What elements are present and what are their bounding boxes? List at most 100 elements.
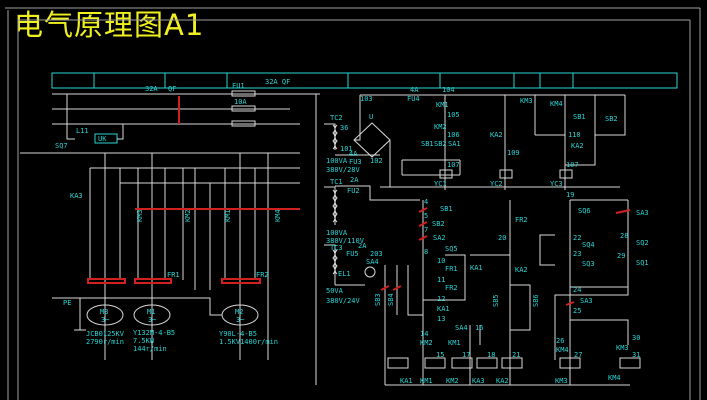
contact-label: KM4	[556, 346, 569, 354]
motor-phase: 3~	[101, 316, 109, 324]
node-label: 25	[573, 307, 581, 315]
node-label: 109	[507, 149, 520, 157]
node-label: 29	[617, 252, 625, 260]
fuse-label: FU5	[346, 250, 359, 258]
sq7-label: SQ7	[55, 142, 68, 150]
node-label: 24	[573, 286, 581, 294]
coil-label: YC1	[434, 180, 447, 188]
sb3-label: SB3	[374, 293, 382, 306]
node-label: 7	[424, 226, 428, 234]
node-label: 17	[462, 351, 470, 359]
motor-id: M2	[235, 308, 243, 316]
node-label: 15	[436, 351, 444, 359]
l11-label: L11	[76, 127, 89, 135]
fuse-rating: 4A	[349, 150, 358, 158]
contact-label: KM2	[420, 339, 433, 347]
motor-model: JCB0125KV	[86, 330, 125, 338]
node-label: 16	[475, 324, 483, 332]
node-label: 107	[566, 161, 579, 169]
contact-label: KM4	[550, 100, 563, 108]
contact-label: SA1	[448, 140, 461, 148]
contact-label: SB2	[434, 140, 447, 148]
fuse-fu1-label: FU1	[232, 82, 245, 90]
node-label: 103	[360, 95, 373, 103]
motor-phase: 3~	[148, 316, 156, 324]
tc1-voltage: 380V/110V	[326, 237, 365, 245]
contact-label: SA3	[636, 209, 649, 217]
node-label: 110	[568, 131, 581, 139]
km-label: KM3	[136, 209, 144, 222]
contact-label: FR2	[445, 284, 458, 292]
tc3-label: TC3	[330, 244, 343, 252]
node-label: 101	[340, 145, 353, 153]
contact-label: KA2	[490, 131, 503, 139]
motor-id: M1	[147, 308, 155, 316]
tc3-rating: 50VA	[326, 287, 344, 295]
control-circuit: SB3 SB4 103 4A FU4 104 KM1 105 KM2 106 S…	[360, 86, 649, 386]
contact-label: SQ1	[636, 259, 649, 267]
fr1-label: FR1	[167, 271, 180, 279]
coil-label: KA3	[472, 377, 485, 385]
contact-label: SB1	[440, 205, 453, 213]
node-label: 102	[370, 157, 383, 165]
node-label: 104	[442, 86, 455, 94]
contact-label: KM3	[616, 344, 629, 352]
el1-label: EL1	[338, 270, 351, 278]
node-label: 14	[420, 330, 428, 338]
contact-label: SQ6	[578, 207, 591, 215]
uk-label: UK	[98, 135, 107, 143]
node-label: 10	[437, 257, 445, 265]
node-label: 203	[370, 250, 383, 258]
coil-label: YC3	[550, 180, 563, 188]
contact-label: KM1	[448, 339, 461, 347]
node-label: 36	[340, 124, 348, 132]
contact-label: SQ5	[445, 245, 458, 253]
contact-label: FR1	[445, 265, 458, 273]
coil-label: KA1	[400, 377, 413, 385]
contact-label: KM1	[436, 101, 449, 109]
power-circuit: 32A QF FU1 10A L11 UK SQ7 KA3 KM3 KM2 KM…	[20, 82, 320, 360]
contact-label: SB2	[605, 115, 618, 123]
fuse-rating: 4A	[410, 86, 419, 94]
tc2-rating: 100VA	[326, 157, 348, 165]
contact-label: SQ3	[582, 260, 595, 268]
fuse-rating: 2A	[358, 242, 367, 250]
contact-label: SA2	[433, 234, 446, 242]
tc1-label: TC1	[330, 178, 343, 186]
fuse-label: FU3	[349, 158, 362, 166]
bridge-label: U	[369, 113, 373, 121]
node-label: 27	[574, 351, 582, 359]
contact-label: KA1	[470, 264, 483, 272]
motor-id: M3	[100, 308, 108, 316]
coil-label: KM1	[420, 377, 433, 385]
node-label: 31	[632, 351, 640, 359]
motor-m1-symbol	[133, 304, 171, 326]
drawing-frame	[5, 7, 701, 400]
motor-spec: 7.5KW	[133, 337, 155, 345]
node-label: 18	[487, 351, 495, 359]
motor-m3-symbol	[86, 304, 124, 326]
breaker-rating: 32A	[145, 85, 158, 93]
lamp-el-icon	[364, 266, 376, 278]
contact-label: SA4	[455, 324, 468, 332]
tc2-voltage: 380V/28V	[326, 166, 361, 174]
contact-label: FR2	[515, 216, 528, 224]
contact-label: KA1	[437, 305, 450, 313]
tc1-rating: 100VA	[326, 229, 348, 237]
node-label: 11	[437, 276, 445, 284]
contact-label: KA2	[515, 266, 528, 274]
sb4-label: SB4	[387, 293, 395, 306]
tc2-label: TC2	[330, 114, 343, 122]
km-label: KM2	[184, 209, 192, 222]
node-label: 23	[573, 250, 581, 258]
node-label: 107	[447, 161, 460, 169]
contact-label: SB1	[421, 140, 434, 148]
breaker-label: QF	[168, 85, 176, 93]
node-label: 5	[424, 212, 428, 220]
contact-label: SA3	[580, 297, 593, 305]
fuse-fu1-rating: 10A	[234, 98, 247, 106]
motor-model: Y132M-4-B5	[133, 329, 175, 337]
contact-label: KM2	[434, 123, 447, 131]
contact-label: SB5	[492, 294, 500, 307]
